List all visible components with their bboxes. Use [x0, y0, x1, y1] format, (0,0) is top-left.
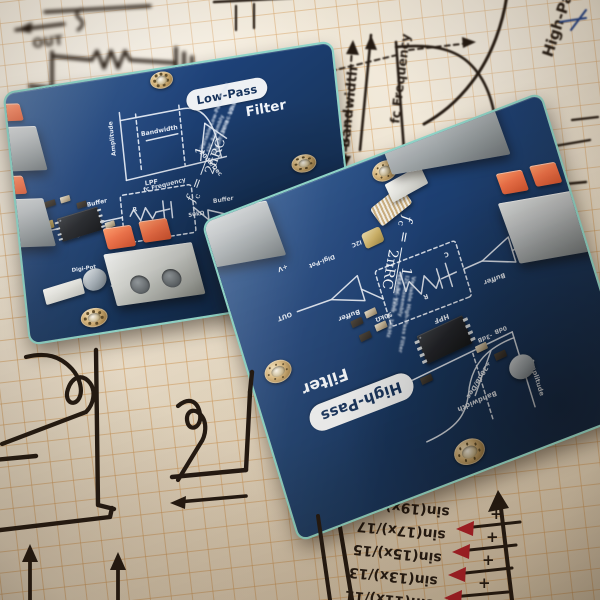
fourier-term-3: sin(17x)/17 [356, 518, 446, 543]
silk-out-port-hp: OUT [276, 310, 293, 323]
lever-lp-out-b[interactable] [138, 217, 172, 243]
fourier-plus-2: + [486, 528, 499, 546]
note-fc-frequency: fc Frequency [387, 33, 413, 125]
hp-formula-sub: c [395, 219, 406, 227]
note-out-label: OUT [32, 33, 64, 52]
silk-lpf-lp: LPF [144, 178, 158, 188]
silk-buffer-in-hp: Buffer [482, 271, 506, 287]
silk-r-lp: R [132, 206, 138, 214]
fourier-plus-1: + [482, 551, 495, 569]
silk-bandwidth-lp: Bandwidth [141, 124, 179, 138]
fourier-plus-0: + [478, 574, 491, 592]
bode-plot-sketch-highpass: High-Pass [422, 0, 587, 126]
silk-i2c-hp: I2C [351, 238, 363, 247]
silk-power-pos-hp: +V [277, 262, 289, 273]
fourier-plus-3: + [490, 505, 503, 523]
lp-formula-eq: = [188, 175, 207, 192]
low-pass-pcb-substrate: Bandwidth -20dB/Dec Amplitude fc Frequen… [4, 42, 358, 344]
high-pass-board: Bandwidth +20dB/Dec Amplitude Frequency … [203, 94, 600, 540]
silk-digipot-hp: Digi-Pot [308, 253, 336, 270]
silk-amplitude-lp: Amplitude [107, 121, 118, 157]
silk-digipot-lp: Digi-Pot [71, 264, 96, 274]
port-lp-out-b [159, 267, 184, 289]
port-lp-out-a [128, 274, 152, 296]
silk-r-hp: R [422, 292, 429, 301]
silk-0db-hp: 0dB [493, 324, 508, 336]
waveform-sketch-middle [169, 389, 253, 509]
silk-buffer-out-lp: Buffer [213, 195, 234, 205]
low-pass-board: Bandwidth -20dB/Dec Amplitude fc Frequen… [4, 42, 358, 344]
fourier-term-2: sin(15x)/15 [352, 541, 442, 566]
fourier-term-0: sin(11x)/11 [344, 587, 434, 600]
fourier-term-1: sin(13x)/13 [348, 564, 438, 589]
hp-formula-eq: = [394, 229, 413, 244]
silk-buffer-in-lp: Buffer [86, 197, 108, 209]
silk-50k-lp: 50kΩ [188, 211, 205, 220]
silk-c-hp: C [443, 250, 450, 259]
lever-lp-out-a[interactable] [102, 224, 137, 250]
waveform-sketch-left [0, 347, 126, 600]
high-pass-pcb-substrate: Bandwidth +20dB/Dec Amplitude Frequency … [203, 94, 600, 540]
silk-bandwidth-hp: Bandwidth [456, 389, 497, 414]
note-high-pass-label: High-Pass [539, 0, 582, 59]
